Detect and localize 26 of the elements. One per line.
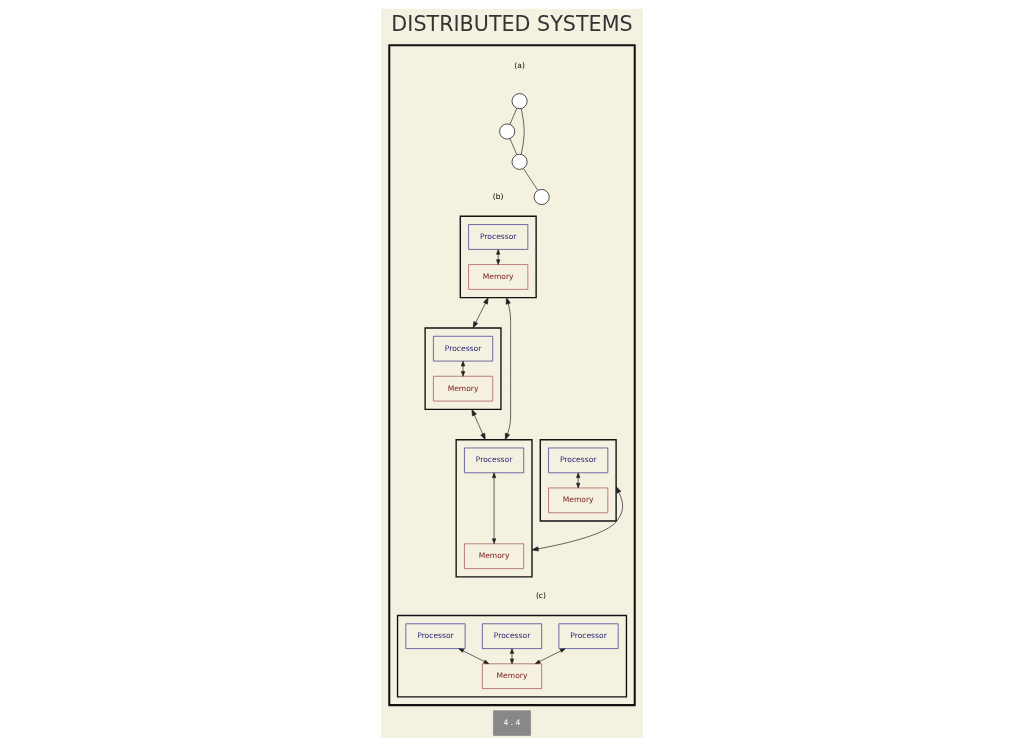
node-circle [511,153,528,170]
cluster [539,439,617,522]
diagram-title: DISTRIBUTED SYSTEMS [391,11,633,36]
arrow [492,472,497,544]
node-circle [511,93,528,110]
arrow [504,297,511,441]
arrow [461,360,466,377]
connector [520,108,525,155]
cluster [388,44,636,707]
connector [509,138,518,156]
arrow [458,648,490,665]
arrow [496,249,501,265]
connector [523,168,539,191]
cluster [424,327,502,411]
cluster [459,215,537,299]
arrow [531,486,623,552]
arrow [509,648,515,665]
cluster [396,614,628,698]
arrow [534,648,566,665]
arrow [472,297,489,329]
arrow [576,472,581,489]
cluster [455,439,533,578]
arrow [471,409,486,441]
node-circle [533,189,550,205]
connector [509,107,518,125]
node-circle [499,123,516,140]
